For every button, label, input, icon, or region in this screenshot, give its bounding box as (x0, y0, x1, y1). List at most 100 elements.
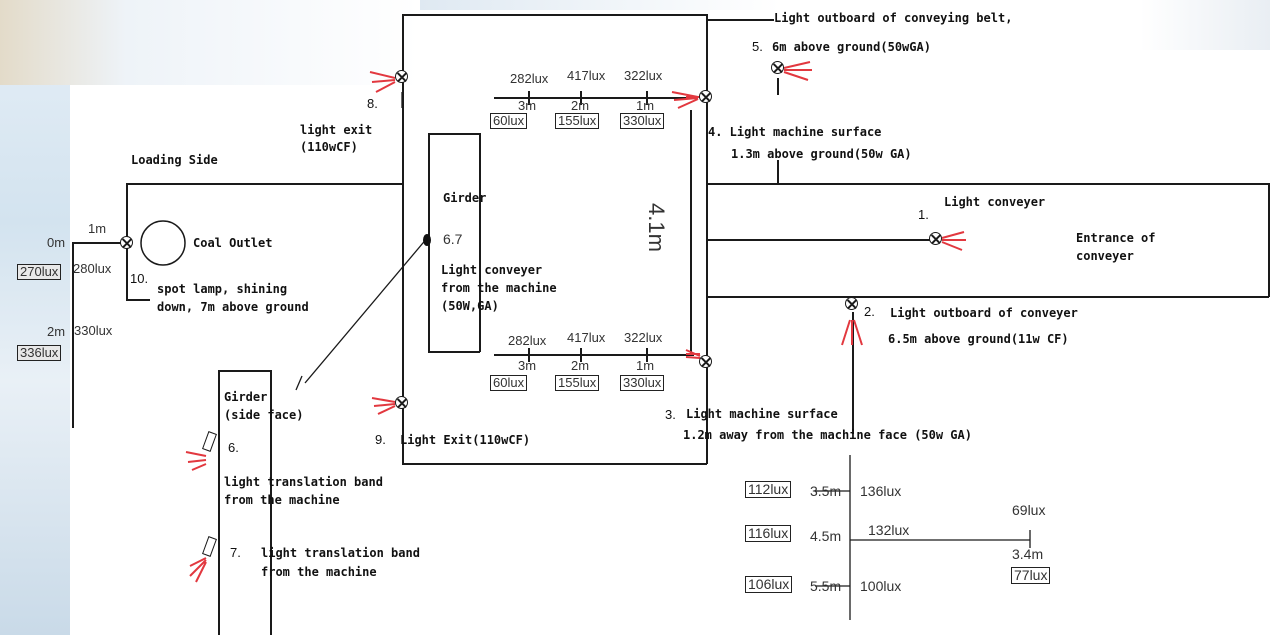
background-tint-top-strip (420, 0, 780, 10)
label-outboard-conveyer-line2: 6.5m above ground(11w CF) (888, 332, 1069, 346)
side-girder-right (270, 370, 272, 635)
lamp4-leader (777, 160, 779, 184)
girder-bottom (428, 351, 480, 353)
top-tick-1 (528, 91, 530, 105)
label-number-10: 10. (130, 271, 149, 286)
lamp-5-icon (771, 61, 784, 74)
label-translation-7-line1: light translation band (261, 546, 420, 560)
left-lux-330: 330lux (74, 323, 113, 338)
rb-lux-69: 69lux (1012, 502, 1046, 518)
label-machine-4-line1: 4. Light machine surface (708, 125, 882, 139)
label-girder-side-line1: Girder (224, 390, 268, 404)
top-lux-2: 417lux (567, 68, 606, 83)
bot-lux-1: 282lux (508, 333, 547, 348)
lamp2-pole (852, 312, 854, 434)
background-tint-left (0, 0, 70, 635)
label-number-1: 1. (918, 207, 929, 222)
top-lux-1: 282lux (510, 71, 549, 86)
left-lux-280: 280lux (73, 261, 112, 276)
label-outboard-conveyer-line1: Light outboard of conveyer (890, 306, 1078, 320)
bot-tick-1 (528, 348, 530, 362)
label-translation-7-line2: from the machine (261, 565, 377, 579)
lamp-8-icon (395, 70, 408, 83)
bot-tick-3 (646, 348, 648, 362)
label-spot-line2: down, 7m above ground (157, 300, 309, 314)
girder-top (428, 133, 480, 135)
bot-dist-2: 2m (571, 358, 590, 373)
rb-box-106: 106lux (745, 576, 793, 593)
measure-line-top (72, 242, 128, 244)
bottom-measure-line (494, 354, 694, 356)
loading-top-edge (126, 183, 403, 185)
rb-lux-132: 132lux (868, 522, 910, 538)
label-number-6: 6. (228, 440, 239, 455)
top-leader-line (706, 19, 774, 21)
dimension-line-4-1m (690, 110, 692, 355)
top-lux-3: 322lux (624, 68, 663, 83)
bot-dist-3: 1m (636, 358, 655, 373)
rb-lux-136: 136lux (860, 483, 902, 499)
bot-lux-3: 322lux (624, 330, 663, 345)
label-conveyer-machine-line3: (50W,GA) (441, 299, 499, 313)
lamp5-pole (777, 78, 779, 95)
top-tick-3 (646, 91, 648, 105)
bot-box-3: 330lux (620, 375, 665, 391)
label-conveyer-machine-line2: from the machine (441, 281, 557, 295)
lamp-4-icon (699, 90, 712, 103)
bot-dist-1: 3m (518, 358, 537, 373)
left-box-336: 336lux (17, 345, 62, 361)
rb-dist-4-5m: 4.5m (810, 528, 842, 544)
label-translation-6-line1: light translation band (224, 475, 383, 489)
bot-tick-2 (580, 348, 582, 362)
label-loading-side: Loading Side (131, 153, 218, 167)
loading-bottom-edge (126, 299, 150, 301)
machine-bottom-edge (402, 463, 707, 465)
lamp-1-icon (929, 232, 942, 245)
conveyor-bottom-edge (706, 296, 1269, 298)
label-height-4-1m: 4.1m (643, 203, 669, 252)
top-box-1: 60lux (490, 113, 528, 129)
rb-dist-3-4m: 3.4m (1012, 546, 1044, 562)
label-number-7: 7. (230, 545, 241, 560)
label-light-conveyer: Light conveyer (944, 195, 1046, 209)
rb-dist-5-5m: 5.5m (810, 578, 842, 594)
side-girder-top (218, 370, 270, 372)
label-number-5: 5. (752, 39, 763, 54)
label-girder: Girder (443, 191, 487, 205)
rb-dist-3-5m: 3.5m (810, 483, 842, 499)
conveyor-right-edge (1268, 183, 1270, 297)
label-number-2: 2. (864, 304, 875, 319)
left-dist-0m: 0m (47, 235, 66, 250)
top-dist-1: 3m (518, 98, 537, 113)
label-exit-8-line1: light exit (300, 123, 373, 137)
bot-box-1: 60lux (490, 375, 528, 391)
rb-box-116: 116lux (745, 525, 792, 542)
label-machine-3-line2: 1.2m away from the machine face (50w GA) (683, 428, 972, 442)
label-entrance-line2: conveyer (1076, 249, 1134, 263)
girder-right (479, 133, 481, 352)
conveyor-top-edge (706, 183, 1269, 185)
label-conveyer-machine-line1: Light conveyer (441, 263, 543, 277)
label-coal-outlet: Coal Outlet (193, 236, 273, 250)
label-number-6-7: 6.7 (443, 231, 463, 247)
top-dist-3: 1m (636, 98, 655, 113)
lamp-2-icon (845, 297, 858, 310)
rb-box-112: 112lux (745, 481, 792, 498)
measure-line-vertical (72, 242, 74, 428)
label-outboard-belt-1: Light outboard of conveying belt, (774, 11, 1013, 25)
left-dist-2m: 2m (47, 324, 66, 339)
lamp-10-icon (120, 236, 133, 249)
conveyor-centerline (706, 239, 937, 241)
top-box-2: 155lux (555, 113, 600, 129)
machine-left-edge (402, 14, 404, 464)
background-tint-top (0, 0, 420, 85)
top-box-3: 330lux (620, 113, 665, 129)
top-tick-2 (580, 91, 582, 105)
label-exit-9: Light Exit(110wCF) (400, 433, 531, 447)
bot-lux-2: 417lux (567, 330, 606, 345)
label-spot-line1: spot lamp, shining (157, 282, 288, 296)
top-dist-2: 2m (571, 98, 590, 113)
label-exit-8-line2: (110wCF) (300, 140, 358, 154)
